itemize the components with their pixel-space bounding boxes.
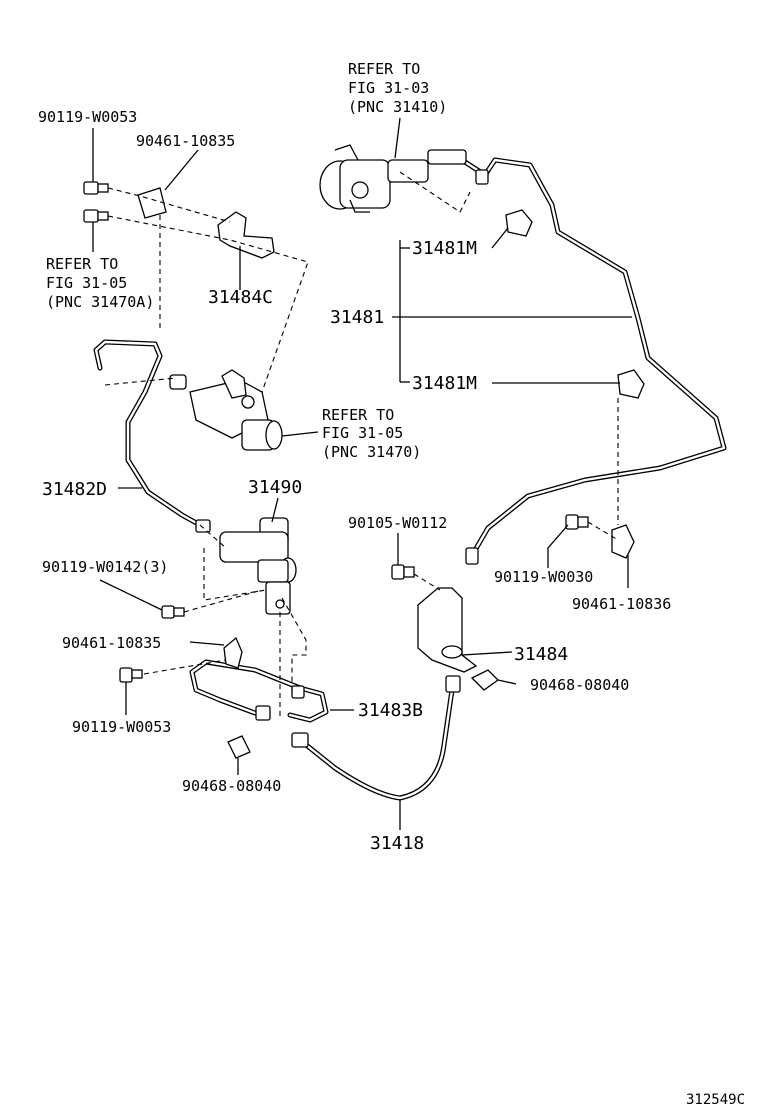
bracket-31484c bbox=[217, 211, 275, 259]
refer-top-line-3: (PNC 31410) bbox=[348, 98, 447, 116]
label-bolt-top: 90119-W0053 bbox=[38, 108, 137, 126]
label-tube-31483b: 31483B bbox=[358, 700, 423, 721]
refer-top-line-2: FIG 31-03 bbox=[348, 79, 429, 97]
refer-mid-line-3: (PNC 31470) bbox=[322, 443, 421, 461]
label-bolt-w0112: 90105-W0112 bbox=[348, 514, 447, 532]
label-clamp-10835-lower: 90461-10835 bbox=[62, 634, 161, 652]
refer-left-line-3: (PNC 31470A) bbox=[46, 293, 154, 311]
label-bolt-w0030: 90119-W0030 bbox=[494, 568, 593, 586]
clip-31481m-bottom bbox=[617, 369, 645, 399]
label-accumulator-31490: 31490 bbox=[248, 477, 302, 498]
refer-mid-line-2: FIG 31-05 bbox=[322, 424, 403, 442]
clamp-90461-10836 bbox=[611, 524, 635, 559]
label-hose-31418: 31418 bbox=[370, 833, 424, 854]
refer-mid-line-1: REFER TO bbox=[322, 406, 394, 424]
clip-31481m-top bbox=[505, 209, 533, 237]
bracket-31484 bbox=[417, 587, 478, 673]
label-bracket-31484: 31484 bbox=[514, 644, 568, 665]
clamp-90461-10835-lower bbox=[223, 636, 243, 669]
clip-90468-08040-right bbox=[470, 669, 500, 691]
labels: REFER TO FIG 31-03 (PNC 31410) 90119-W00… bbox=[38, 60, 745, 1108]
label-clip-08040-bottom: 90468-08040 bbox=[182, 777, 281, 795]
pipes bbox=[93, 157, 727, 801]
clutch-release-cylinder bbox=[169, 369, 283, 451]
clamp-top-small bbox=[137, 187, 167, 219]
assembly-dashed-lines bbox=[104, 171, 619, 720]
label-tube-31481: 31481 bbox=[330, 307, 384, 328]
tube-31482d bbox=[93, 339, 203, 528]
refer-left-line-2: FIG 31-05 bbox=[46, 274, 127, 292]
label-clip-08040-right: 90468-08040 bbox=[530, 676, 629, 694]
label-clip-31481m-bottom: 31481M bbox=[412, 373, 477, 394]
label-clamp-top: 90461-10835 bbox=[136, 132, 235, 150]
label-clip-31481m-top: 31481M bbox=[412, 238, 477, 259]
refer-left-line-1: REFER TO bbox=[46, 255, 118, 273]
label-clamp-10836: 90461-10836 bbox=[572, 595, 671, 613]
accumulator-31490 bbox=[219, 517, 297, 615]
leader-lines bbox=[92, 117, 632, 830]
label-tube-31482d: 31482D bbox=[42, 479, 107, 500]
refer-top-line-1: REFER TO bbox=[348, 60, 420, 78]
bolts bbox=[83, 169, 589, 748]
label-bracket-31484c: 31484C bbox=[208, 287, 273, 308]
label-bolt-w0053-lower: 90119-W0053 bbox=[72, 718, 171, 736]
master-cylinder bbox=[319, 144, 467, 213]
label-bolt-w0142: 90119-W0142(3) bbox=[42, 558, 168, 576]
clip-90468-08040-bottom bbox=[227, 735, 251, 759]
figure-id: 312549C bbox=[686, 1092, 745, 1108]
